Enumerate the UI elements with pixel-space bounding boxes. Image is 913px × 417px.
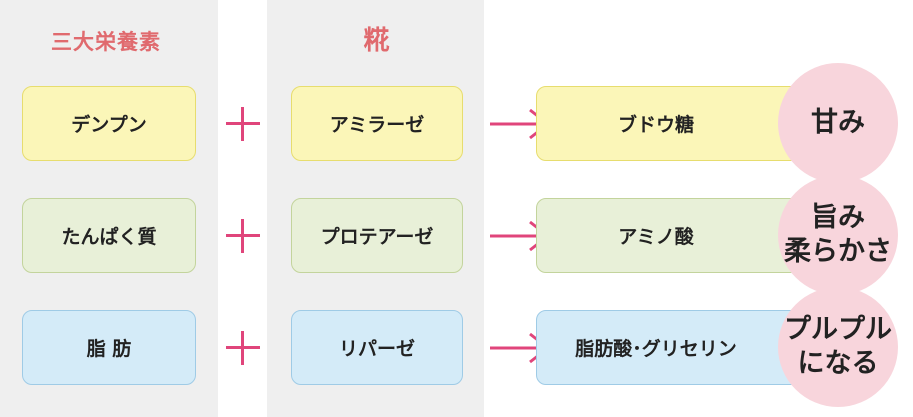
nutrients-header: 三大栄養素 — [51, 30, 161, 54]
plus-icon — [226, 331, 260, 365]
plus-icon — [226, 107, 260, 141]
result-circle-jiggly: プルプル になる — [778, 287, 898, 407]
nutrient-box-starch: デンプン — [22, 86, 196, 161]
result-line: 旨み — [811, 202, 865, 234]
nutrient-box-protein: たんぱく質 — [22, 198, 196, 273]
product-box-glucose: ブドウ糖 — [536, 86, 806, 161]
enzyme-box-lipase: リパーゼ — [291, 310, 463, 385]
enzyme-box-protease: プロテアーゼ — [291, 198, 463, 273]
enzyme-box-amylase: アミラーゼ — [291, 86, 463, 161]
result-circle-sweetness: 甘み — [778, 63, 898, 183]
plus-icon — [226, 219, 260, 253]
nutrient-box-fat: 脂 肪 — [22, 310, 196, 385]
product-box-amino-acid: アミノ酸 — [536, 198, 806, 273]
result-circle-umami-tenderness: 旨み 柔らかさ — [778, 175, 898, 295]
result-line: プルプル — [784, 314, 892, 346]
koji-header: 糀 — [363, 26, 391, 56]
result-line: 甘み — [811, 107, 865, 139]
product-box-fatty-acid-glycerin: 脂肪酸･グリセリン — [536, 310, 806, 385]
result-line: になる — [797, 348, 879, 379]
result-line: 柔らかさ — [784, 236, 892, 267]
